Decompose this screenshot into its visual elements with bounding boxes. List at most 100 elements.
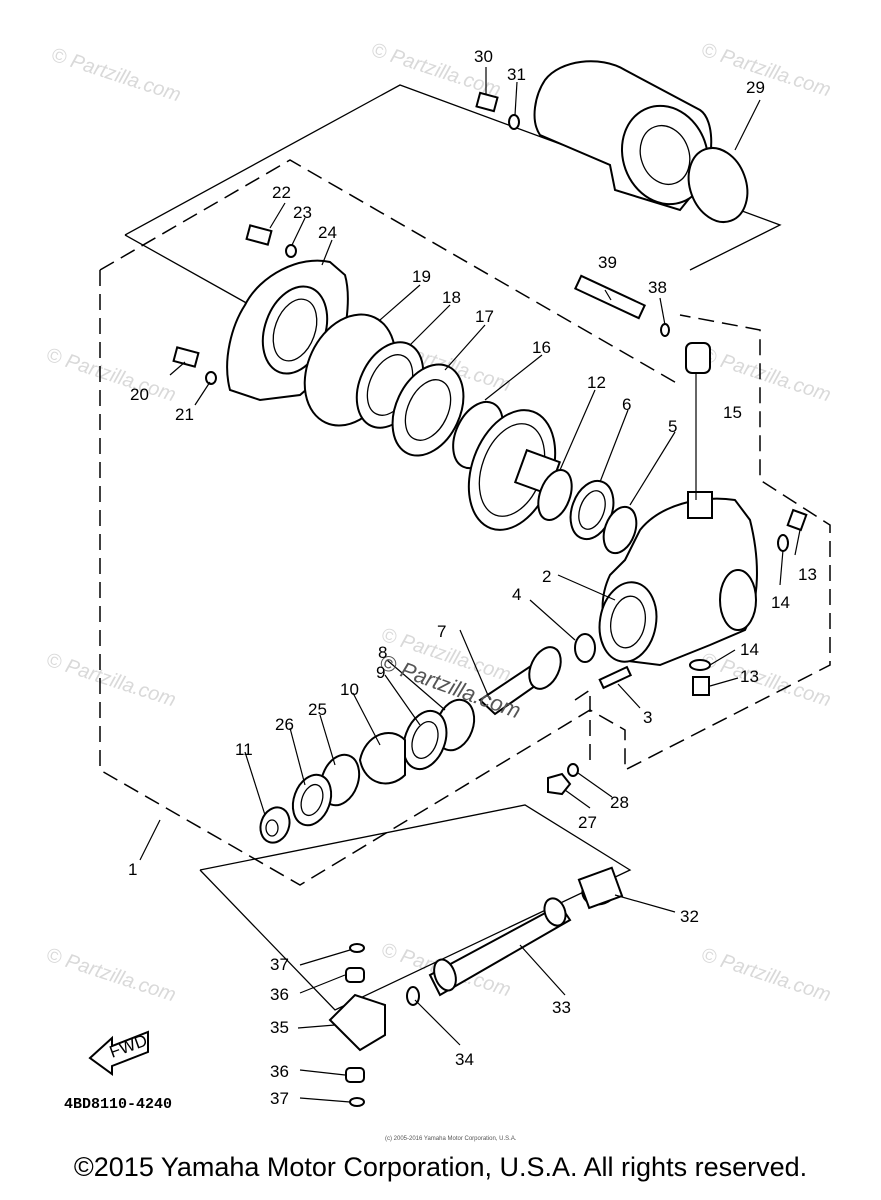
callout-32: 32 xyxy=(680,907,699,926)
shaft-spline xyxy=(543,897,567,927)
gear-case-side-bore xyxy=(719,569,757,631)
watermark: © Partzilla.com xyxy=(698,944,833,1007)
bearing-26-inner xyxy=(300,783,324,817)
callout-8: 8 xyxy=(378,643,387,662)
callout-24: 24 xyxy=(318,223,337,242)
breather-group xyxy=(573,274,697,500)
gear-case-bore xyxy=(610,595,646,649)
breather-15 xyxy=(685,342,711,374)
outline-stud-bracket xyxy=(574,688,591,760)
pinion-group xyxy=(259,633,633,844)
leader-lines xyxy=(139,67,801,1103)
watermark: © Partzilla.com xyxy=(48,44,183,107)
callout-6: 6 xyxy=(622,395,631,414)
outline-cover-group-left xyxy=(124,234,251,306)
outline-main-housing-top xyxy=(99,159,681,386)
callout-9: 9 xyxy=(376,663,385,682)
clip-38 xyxy=(660,323,670,337)
callout-13-lower: 13 xyxy=(740,667,759,686)
breather-boss xyxy=(687,491,713,519)
outline-main-housing xyxy=(99,270,831,886)
callout-7: 7 xyxy=(437,622,446,641)
callout-labels: 1 2 3 4 5 6 7 8 9 10 11 12 13 13 14 14 1… xyxy=(128,47,817,1108)
callout-4: 4 xyxy=(512,585,521,604)
callout-19: 19 xyxy=(412,267,431,286)
callout-29: 29 xyxy=(746,78,765,97)
cap-36-upper xyxy=(345,967,365,983)
callout-37-upper: 37 xyxy=(270,955,289,974)
callout-16: 16 xyxy=(532,338,551,357)
small-copyright: (c) 2005-2016 Yamaha Motor Corporation, … xyxy=(385,1136,517,1142)
cap-36-lower xyxy=(345,1067,365,1083)
callout-11: 11 xyxy=(235,740,253,759)
outline-shaft-group xyxy=(199,804,632,1011)
clip-37-lower xyxy=(349,1097,365,1107)
clip-37-upper xyxy=(349,943,365,953)
callout-2: 2 xyxy=(542,567,551,586)
callout-30: 30 xyxy=(474,47,493,66)
drawing-code: 4BD8110-4240 xyxy=(64,1096,172,1113)
drain-bolt-13-upper xyxy=(786,508,808,532)
bolt-22 xyxy=(245,224,273,246)
copyright-notice: ©2015 Yamaha Motor Corporation, U.S.A. A… xyxy=(73,1152,808,1182)
watermark: © Partzilla.com xyxy=(43,649,178,712)
shaft-end-spline xyxy=(433,958,457,992)
callout-17: 17 xyxy=(475,307,494,326)
seal-5 xyxy=(602,505,638,555)
cover-inner-ring xyxy=(272,298,318,362)
bearing-4 xyxy=(574,633,596,663)
callout-37-lower: 37 xyxy=(270,1089,289,1108)
spacer-12 xyxy=(537,469,573,521)
callout-13-upper: 13 xyxy=(798,565,817,584)
gasket-14-lower xyxy=(689,659,711,671)
fwd-arrow-icon: FWD xyxy=(88,1030,150,1076)
callout-36-lower: 36 xyxy=(270,1062,289,1081)
callout-20: 20 xyxy=(130,385,149,404)
watermark: © Partzilla.com xyxy=(698,39,833,102)
callout-23: 23 xyxy=(293,203,312,222)
callout-26: 26 xyxy=(275,715,294,734)
ring-nut-10 xyxy=(358,731,406,785)
callout-3: 3 xyxy=(643,708,652,727)
callout-14-lower: 14 xyxy=(740,640,759,659)
callout-14-upper: 14 xyxy=(771,593,790,612)
washer-23 xyxy=(285,244,297,258)
gear-case-flange xyxy=(598,581,658,663)
bearing-26 xyxy=(291,773,333,827)
o-ring-29 xyxy=(687,147,749,223)
callout-38: 38 xyxy=(648,278,667,297)
universal-joint-35 xyxy=(328,993,386,1052)
callout-35: 35 xyxy=(270,1018,289,1037)
coupling-32-body xyxy=(577,866,624,910)
cover-group xyxy=(172,224,504,470)
callout-25: 25 xyxy=(308,700,327,719)
pinion-gear xyxy=(528,646,562,690)
callout-21: 21 xyxy=(175,405,194,424)
housing-flange xyxy=(620,104,710,206)
drive-shaft-group xyxy=(328,866,624,1107)
ring-gear-group xyxy=(467,409,638,555)
gasket-14-upper xyxy=(777,534,789,552)
washer-28 xyxy=(567,763,579,777)
callout-28: 28 xyxy=(610,793,629,812)
bearing-6-inner xyxy=(578,490,606,530)
callout-12: 12 xyxy=(587,373,606,392)
seal-11 xyxy=(259,806,291,844)
callout-5: 5 xyxy=(668,417,677,436)
callout-36-upper: 36 xyxy=(270,985,289,1004)
nut-27 xyxy=(547,772,572,796)
callout-1: 1 xyxy=(128,860,137,879)
seal-11-inner xyxy=(265,819,279,837)
stud-3 xyxy=(598,665,633,690)
callout-10: 10 xyxy=(340,680,359,699)
bolt-30 xyxy=(475,91,499,113)
watermark: © Partzilla.com xyxy=(43,344,178,407)
callout-27: 27 xyxy=(578,813,597,832)
watermark: © Partzilla.com xyxy=(698,344,833,407)
top-housing-group xyxy=(475,60,749,223)
washer-31 xyxy=(508,114,520,130)
bearing-9-inner xyxy=(411,721,439,759)
gear-case-group xyxy=(598,342,808,696)
callout-31: 31 xyxy=(507,65,526,84)
